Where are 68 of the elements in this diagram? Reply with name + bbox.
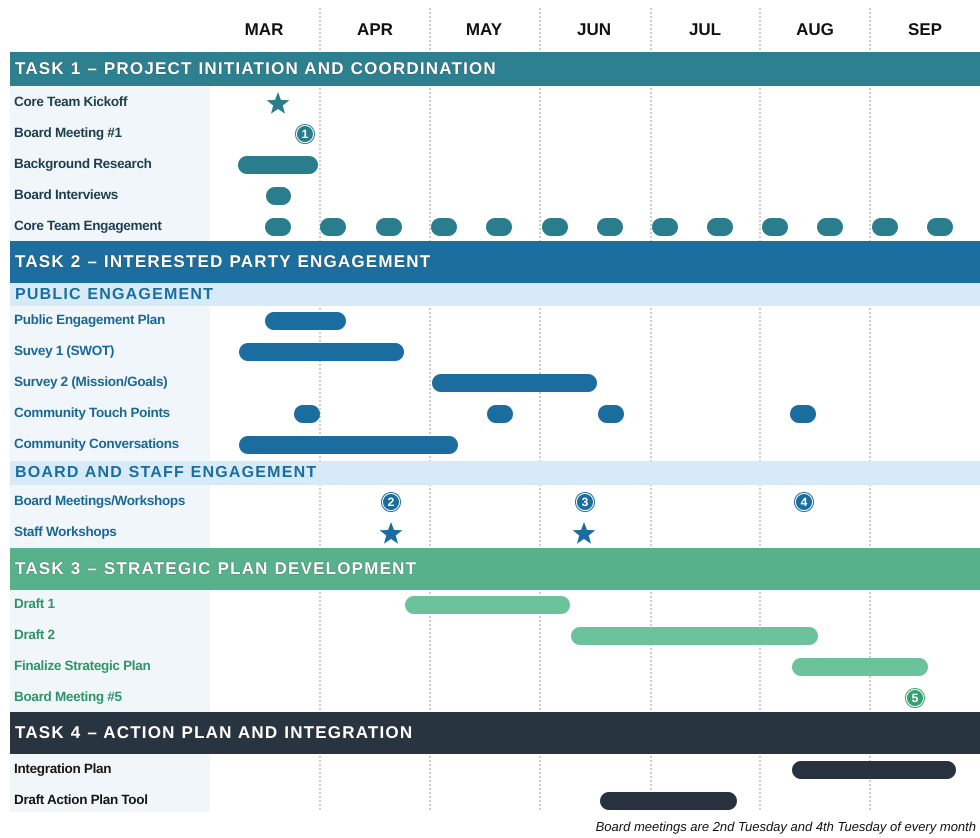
task-row-label: Core Team Kickoff <box>14 94 128 110</box>
task-header-band: TASK 3 – STRATEGIC PLAN DEVELOPMENT <box>10 548 980 590</box>
task-row-label: Draft 1 <box>14 596 55 612</box>
numbered-milestone-badge: 1 <box>296 125 314 143</box>
task-header-band: TASK 2 – INTERESTED PARTY ENGAGEMENT <box>10 241 980 283</box>
task-row-label: Public Engagement Plan <box>14 312 165 328</box>
task-header-band: TASK 4 – ACTION PLAN AND INTEGRATION <box>10 712 980 754</box>
numbered-milestone-badge: 4 <box>795 493 813 511</box>
month-header: JUN <box>576 20 612 40</box>
numbered-milestone-badge: 2 <box>382 493 400 511</box>
task-row-label: Community Touch Points <box>14 405 170 421</box>
month-header: APR <box>356 20 394 40</box>
gantt-bar <box>817 218 843 236</box>
gantt-bar <box>790 405 816 423</box>
gantt-bar <box>486 218 512 236</box>
task-row-label: Core Team Engagement <box>14 218 162 234</box>
gantt-bar <box>597 218 623 236</box>
gantt-bar <box>872 218 898 236</box>
task-row-label: Community Conversations <box>14 436 179 452</box>
gantt-bar <box>792 761 956 779</box>
month-header: AUG <box>795 20 835 40</box>
task-row-label: Draft Action Plan Tool <box>14 792 148 808</box>
task-row-label: Suvey 1 (SWOT) <box>14 343 114 359</box>
task-row-label: Board Meeting #5 <box>14 689 122 705</box>
gantt-bar <box>792 658 928 676</box>
task-row-label: Staff Workshops <box>14 524 117 540</box>
month-header: SEP <box>906 20 944 40</box>
gantt-bar <box>294 405 320 423</box>
gantt-bar <box>239 436 458 454</box>
task-header-band: TASK 1 – PROJECT INITIATION AND COORDINATION <box>10 52 980 86</box>
month-header: MAY <box>464 20 504 40</box>
gantt-bar <box>707 218 733 236</box>
gantt-bar <box>265 218 291 236</box>
gantt-bar <box>652 218 678 236</box>
gantt-bar <box>266 187 291 205</box>
gantt-bar <box>598 405 624 423</box>
gantt-bar <box>376 218 402 236</box>
month-header: JUL <box>688 20 722 40</box>
task-row-label: Integration Plan <box>14 761 112 777</box>
gantt-bar <box>487 405 513 423</box>
gantt-bar <box>927 218 953 236</box>
gantt-bar <box>432 374 597 392</box>
gantt-bar <box>238 156 318 174</box>
numbered-milestone-badge: 3 <box>576 493 594 511</box>
gantt-bar <box>320 218 346 236</box>
month-header: MAR <box>244 20 284 40</box>
numbered-milestone-badge: 5 <box>906 689 924 707</box>
task-row-label: Survey 2 (Mission/Goals) <box>14 374 168 390</box>
gantt-bar <box>431 218 457 236</box>
task-row-label: Finalize Strategic Plan <box>14 658 150 674</box>
task-row-label: Board Interviews <box>14 187 118 203</box>
section-header-band: BOARD AND STAFF ENGAGEMENT <box>10 461 980 485</box>
milestone-star-icon <box>379 521 403 545</box>
task-row-label: Board Meetings/Workshops <box>14 493 186 509</box>
gantt-bar <box>239 343 404 361</box>
task-row-label: Background Research <box>14 156 152 172</box>
footnote: Board meetings are 2nd Tuesday and 4th Tuesday of every month <box>596 819 976 834</box>
gantt-bar <box>600 792 737 810</box>
gantt-bar <box>265 312 346 330</box>
gantt-bar <box>405 596 570 614</box>
gantt-bar <box>762 218 788 236</box>
gantt-bar <box>542 218 568 236</box>
gantt-bar <box>571 627 818 645</box>
task-row-label: Board Meeting #1 <box>14 125 122 141</box>
section-header-band: PUBLIC ENGAGEMENT <box>10 283 980 306</box>
task-row-label: Draft 2 <box>14 627 55 643</box>
milestone-star-icon <box>266 91 290 115</box>
milestone-star-icon <box>572 521 596 545</box>
